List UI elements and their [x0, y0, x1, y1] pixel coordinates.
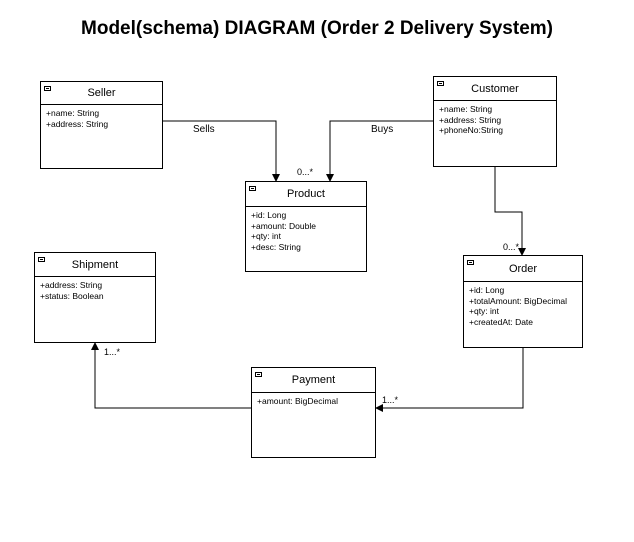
buys-label: Buys: [371, 124, 394, 135]
attribute-list: +id: Long +totalAmount: BigDecimal +qty:…: [464, 282, 582, 330]
class-name: Product: [287, 188, 325, 200]
attribute: +createdAt: Date: [469, 316, 534, 327]
collapse-toggle-icon[interactable]: [467, 260, 474, 265]
attribute: +id: Long: [469, 285, 505, 295]
class-name: Payment: [291, 374, 336, 386]
product-class[interactable]: Product +id: Long +amount: Double +qty: …: [245, 181, 367, 272]
collapse-toggle-icon[interactable]: [249, 186, 256, 191]
attribute: +totalAmount: BigDecimal: [469, 295, 568, 306]
class-name: Seller: [87, 87, 116, 99]
collapse-toggle-icon[interactable]: [437, 81, 444, 86]
attribute: +address: String: [40, 280, 103, 290]
shipment-class[interactable]: Shipment +address: String +status: Boole…: [34, 252, 156, 343]
diagram-title: Model(schema) DIAGRAM (Order 2 Delivery …: [81, 18, 553, 39]
attribute: +status: Boolean: [40, 290, 104, 301]
attribute: +name: String: [439, 104, 493, 114]
payment-shipment-connector: [91, 342, 251, 409]
attribute-list: +amount: BigDecimal: [252, 393, 375, 410]
collapse-toggle-icon[interactable]: [44, 86, 51, 91]
order-class[interactable]: Order +id: Long +totalAmount: BigDecimal…: [463, 255, 583, 348]
collapse-toggle-icon[interactable]: [38, 257, 45, 262]
sells-connector: [163, 120, 280, 182]
attribute: +desc: String: [251, 241, 301, 252]
customer-order-connector: [494, 167, 526, 256]
product-multiplicity: 0...*: [297, 167, 314, 177]
class-name: Order: [508, 263, 538, 275]
class-name: Shipment: [71, 259, 119, 271]
attribute-list: +name: String +address: String: [41, 105, 162, 132]
collapse-toggle-icon[interactable]: [255, 372, 262, 377]
class-name: Customer: [471, 83, 519, 95]
sells-label: Sells: [193, 124, 215, 135]
attribute: +amount: Double: [251, 220, 316, 231]
attribute-list: +id: Long +amount: Double +qty: int +des…: [246, 207, 366, 255]
attribute: +address: String: [46, 118, 109, 129]
customer-class[interactable]: Customer +name: String +address: String …: [433, 76, 557, 167]
shipment-multiplicity: 1...*: [104, 347, 121, 357]
attribute: +id: Long: [251, 210, 287, 220]
buys-connector: [326, 120, 433, 182]
payment-class[interactable]: Payment +amount: BigDecimal: [251, 367, 376, 458]
attribute: +qty: int: [251, 231, 282, 241]
seller-class[interactable]: Seller +name: String +address: String: [40, 81, 163, 169]
attribute-list: +name: String +address: String +phoneNo:…: [434, 101, 556, 139]
payment-multiplicity: 1...*: [382, 395, 399, 405]
order-multiplicity: 0...*: [503, 242, 520, 252]
attribute: +address: String: [439, 114, 502, 125]
attribute: +amount: BigDecimal: [257, 396, 339, 406]
attribute: +phoneNo:String: [439, 125, 504, 135]
attribute-list: +address: String +status: Boolean: [35, 277, 155, 304]
attribute: +qty: int: [469, 306, 500, 316]
attribute: +name: String: [46, 108, 100, 118]
order-payment-connector: [375, 348, 524, 412]
